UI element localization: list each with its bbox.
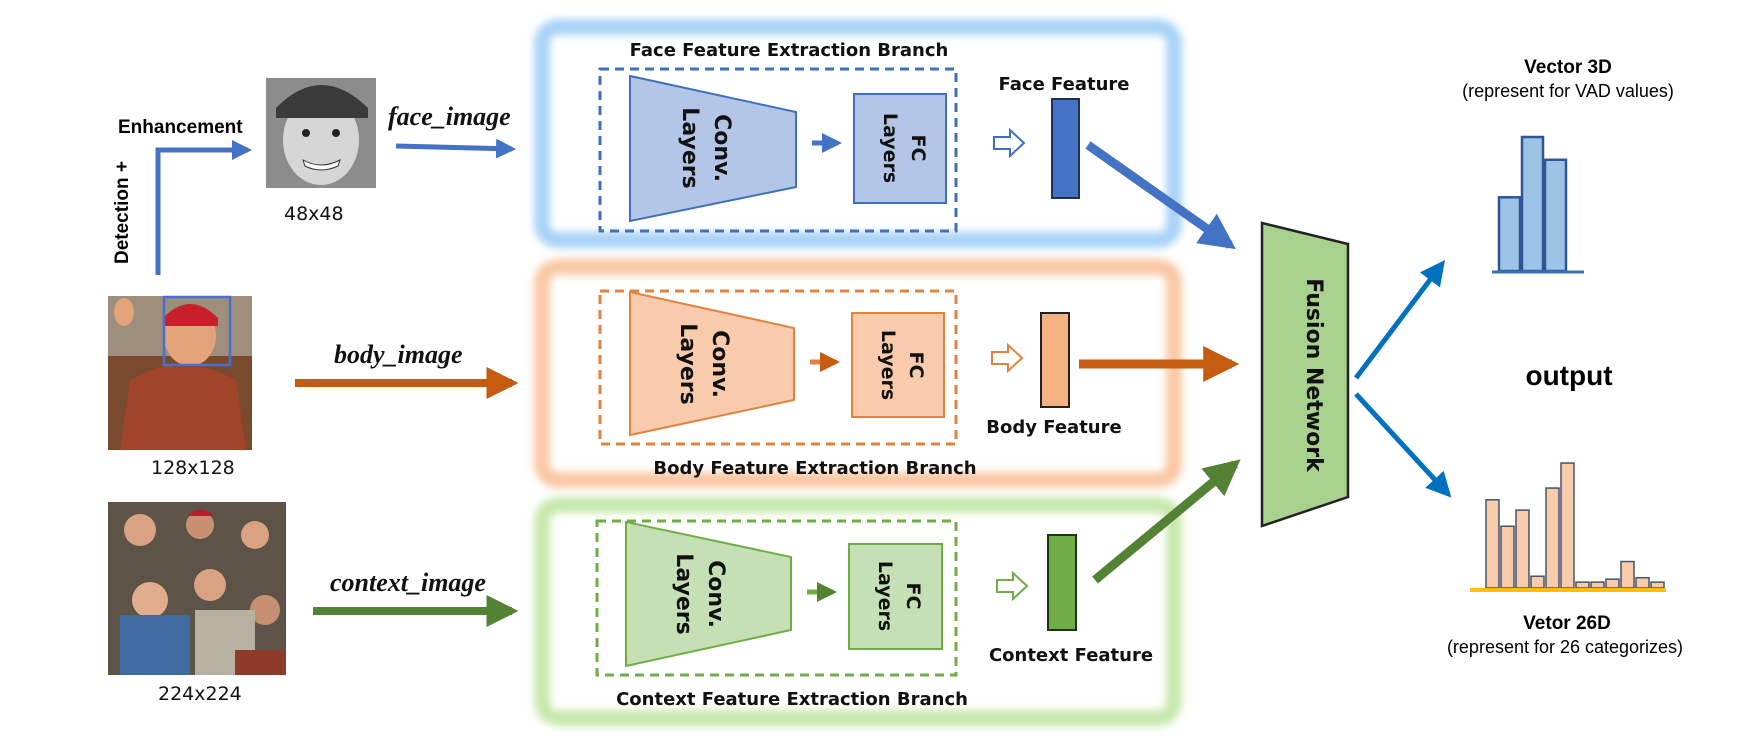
category-bar <box>1635 576 1650 589</box>
vector26d-title: Vetor 26D <box>1523 613 1611 634</box>
fusion-network-label: Fusion Network <box>1301 278 1326 473</box>
context-fc-label-2: Layers <box>874 561 896 631</box>
body-fc-layers <box>851 312 945 418</box>
category-bar <box>1485 499 1500 589</box>
body-branch-title: Body Feature Extraction Branch <box>653 458 976 479</box>
body-fc-label-1: FC <box>905 352 927 379</box>
body-fc-label-2: Layers <box>877 330 899 400</box>
context-branch-dashed-box <box>595 519 958 677</box>
face-branch-dashed-box <box>598 67 958 233</box>
face-to-fusion-arrow <box>1085 141 1236 250</box>
face-image-thumbnail <box>266 78 376 188</box>
face-hollow-arrow <box>993 127 1026 159</box>
body-conv-label-2: Layers <box>675 323 700 404</box>
context-fc-label-1: FC <box>902 583 924 610</box>
fusion-network-block <box>1260 221 1350 528</box>
face-conv-label-1: Conv. <box>709 114 734 182</box>
category-bar-chart <box>1485 462 1665 589</box>
body-conv-layers <box>629 290 795 437</box>
body-feature-label: Body Feature <box>986 417 1121 438</box>
vad-bar-chart <box>1497 135 1568 273</box>
context-conv-label-2: Layers <box>671 553 696 634</box>
context-fc-layers <box>848 543 943 650</box>
face-image-label: face_image <box>388 102 511 131</box>
vad-bar <box>1497 196 1522 273</box>
context-size-label: 224x224 <box>158 683 242 705</box>
body-image-label: body_image <box>334 340 463 369</box>
detection-label: Detection + <box>112 161 133 264</box>
face-branch-glow <box>534 19 1182 248</box>
face-conv-layers <box>629 74 797 223</box>
face-fc-label-2: Layers <box>879 113 901 183</box>
face-branch-title: Face Feature Extraction Branch <box>630 40 949 61</box>
context-conv-layers <box>625 520 792 668</box>
detection-arrow <box>155 140 252 275</box>
category-bar <box>1650 581 1665 589</box>
output-arrow-categories <box>1354 392 1452 498</box>
face-fc-layers <box>853 93 947 204</box>
output-label: output <box>1525 360 1612 391</box>
context-branch-title: Context Feature Extraction Branch <box>616 689 968 710</box>
enhancement-label: Enhancement <box>118 117 243 138</box>
category-bar <box>1590 581 1605 589</box>
category-bar <box>1560 462 1575 589</box>
context-feature-label: Context Feature <box>989 645 1153 666</box>
context-image-label: context_image <box>330 568 486 597</box>
vector3d-subtitle: (represent for VAD values) <box>1462 81 1674 101</box>
context-hollow-arrow <box>996 570 1029 602</box>
body-image-thumbnail <box>108 295 252 450</box>
category-bar <box>1500 525 1515 589</box>
context-feature-vector <box>1047 534 1077 631</box>
vad-bar <box>1520 135 1545 273</box>
body-feature-vector <box>1040 312 1070 408</box>
context-image-thumbnail <box>108 502 286 675</box>
face-input-arrow <box>395 138 516 159</box>
vector3d-title: Vector 3D <box>1524 57 1612 78</box>
context-branch-glow <box>534 497 1182 726</box>
category-bar <box>1605 578 1620 589</box>
face-feature-label: Face Feature <box>999 74 1130 95</box>
category-bar <box>1575 581 1590 589</box>
category-bar <box>1545 487 1560 589</box>
body-conv-label-1: Conv. <box>707 330 732 398</box>
body-branch-glow <box>534 259 1182 488</box>
category-bar <box>1515 509 1530 589</box>
category-bar <box>1620 560 1635 589</box>
body-size-label: 128x128 <box>151 457 235 479</box>
vad-bar <box>1543 158 1568 273</box>
body-hollow-arrow <box>991 342 1024 374</box>
context-to-fusion-arrow <box>1092 459 1241 584</box>
output-arrow-vad <box>1354 260 1446 380</box>
face-fc-label-1: FC <box>907 135 929 162</box>
face-feature-vector <box>1051 98 1080 199</box>
vector26d-subtitle: (represent for 26 categorizes) <box>1447 637 1683 657</box>
category-bar <box>1530 575 1545 589</box>
face-size-label: 48x48 <box>284 203 344 225</box>
context-conv-label-1: Conv. <box>703 560 728 628</box>
face-conv-label-2: Layers <box>677 107 702 188</box>
